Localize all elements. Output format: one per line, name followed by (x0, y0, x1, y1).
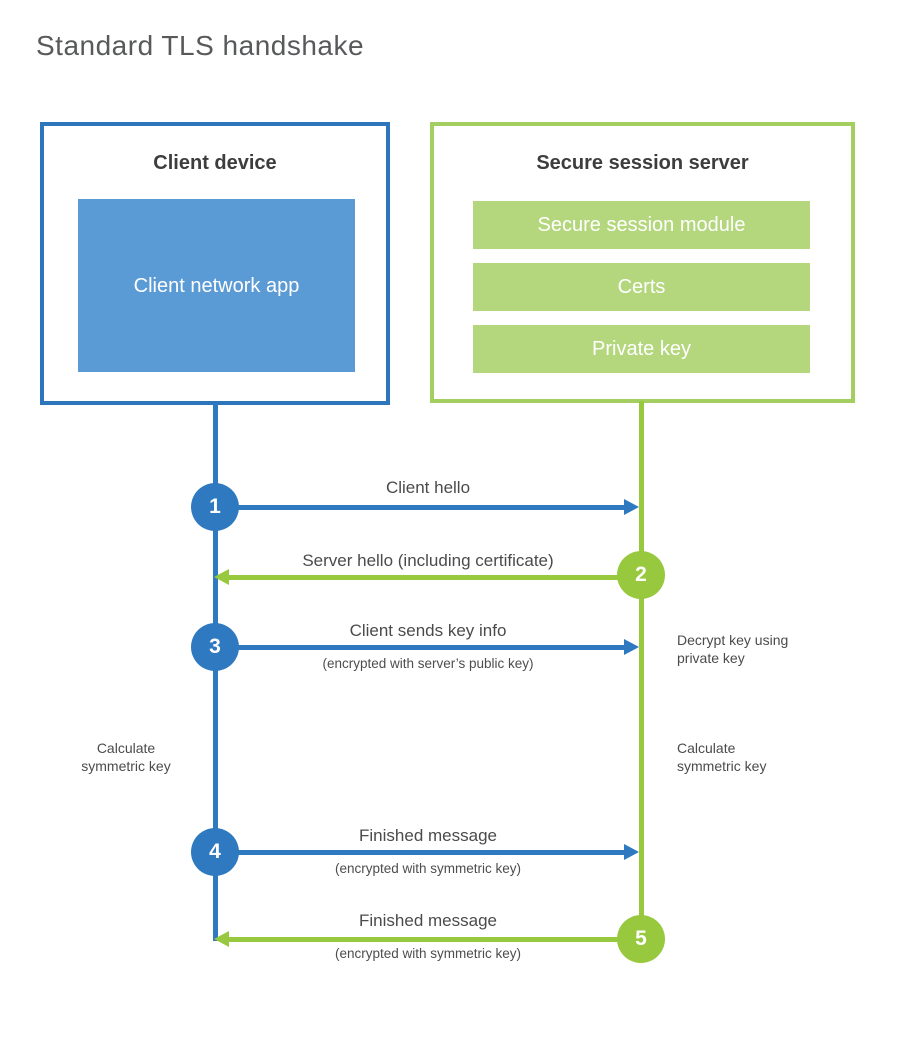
server-module-private-key: Private key (473, 325, 810, 373)
step5-arrow-line (229, 937, 641, 942)
client-lifeline (213, 403, 218, 941)
client-device-title: Client device (153, 152, 277, 174)
step1-arrowhead-right-icon (624, 499, 639, 515)
step3-sublabel: (encrypted with server’s public key) (322, 656, 534, 671)
step2-arrow-line (229, 575, 641, 580)
step4-arrow-line (215, 850, 625, 855)
step4-arrowhead-right-icon (624, 844, 639, 860)
step1-number-badge: 1 (191, 483, 239, 531)
server-note-calculate-symmetric-key: Calculate symmetric key (677, 740, 767, 774)
step5-arrowhead-left-icon (214, 931, 229, 947)
client-device-box: Client device Client network app (40, 122, 390, 405)
step2-number-badge: 2 (617, 551, 665, 599)
page-title: Standard TLS handshake (36, 30, 365, 61)
step3-arrow-line (215, 645, 625, 650)
step2-label: Server hello (including certificate) (302, 551, 554, 570)
step3-label: Client sends key info (349, 621, 507, 640)
step2-arrowhead-left-icon (214, 569, 229, 585)
step5-label: Finished message (359, 911, 497, 930)
step1-arrow-line (215, 505, 625, 510)
step5-number-badge: 5 (617, 915, 665, 963)
step4-sublabel: (encrypted with symmetric key) (334, 861, 522, 876)
secure-session-server-box: Secure session server Secure session mod… (430, 122, 855, 403)
step4-label: Finished message (359, 826, 497, 845)
server-module-secure-session: Secure session module (473, 201, 810, 249)
step4-number-badge: 4 (191, 828, 239, 876)
server-module-certs: Certs (473, 263, 810, 311)
client-network-app-label: Client network app (133, 274, 300, 297)
client-note-calculate-symmetric-key: Calculate symmetric key (81, 740, 171, 774)
client-network-app-block: Client network app (78, 199, 355, 372)
step1-label: Client hello (385, 478, 471, 497)
server-lifeline (639, 401, 644, 961)
step5-sublabel: (encrypted with symmetric key) (334, 946, 522, 961)
server-note-decrypt-key: Decrypt key using private key (677, 632, 789, 666)
step3-arrowhead-right-icon (624, 639, 639, 655)
secure-session-server-title: Secure session server (536, 152, 749, 174)
step3-number-badge: 3 (191, 623, 239, 671)
